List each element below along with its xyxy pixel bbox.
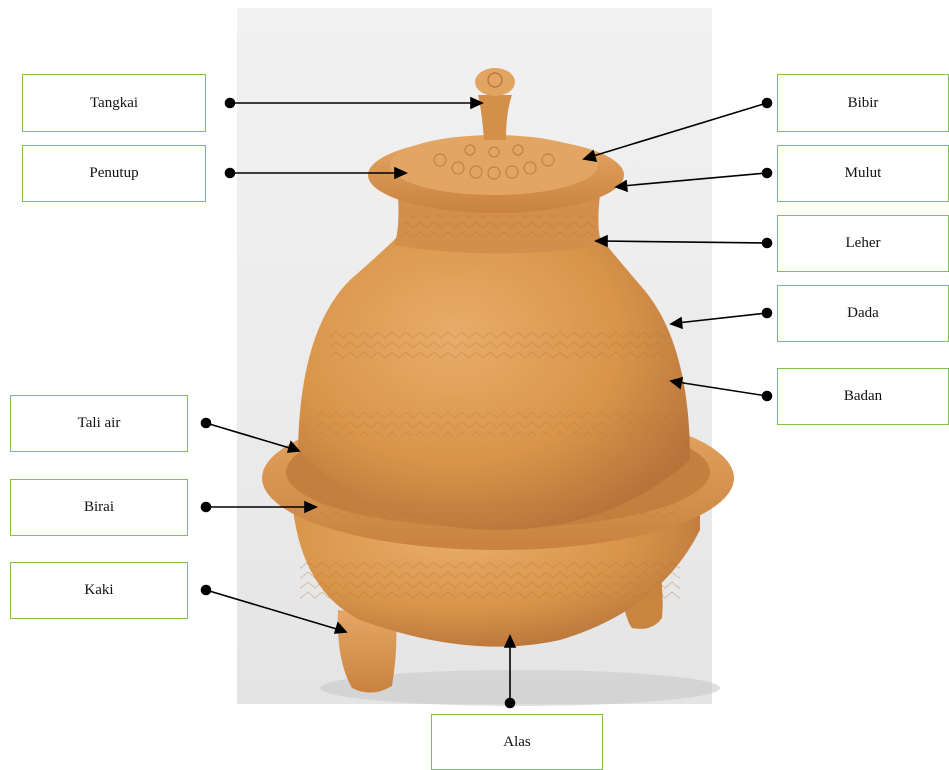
arrow-mulut [622, 173, 767, 186]
label-alas: Alas [431, 714, 603, 770]
pot-handle [478, 95, 512, 140]
label-mulut: Mulut [777, 145, 949, 202]
label-bibir: Bibir [777, 74, 949, 132]
label-badan: Badan [777, 368, 949, 425]
label-tali-air: Tali air [10, 395, 188, 452]
arrow-leher [602, 241, 767, 243]
arrow-badan [677, 382, 767, 396]
arrow-tali-air [206, 423, 293, 449]
label-tangkai: Tangkai [22, 74, 206, 132]
arrow-dada [677, 313, 767, 323]
pot-body [298, 232, 690, 530]
arrow-bibir [590, 103, 767, 157]
label-leher: Leher [777, 215, 949, 272]
label-dada: Dada [777, 285, 949, 342]
label-birai: Birai [10, 479, 188, 536]
label-penutup: Penutup [22, 145, 206, 202]
label-kaki: Kaki [10, 562, 188, 619]
